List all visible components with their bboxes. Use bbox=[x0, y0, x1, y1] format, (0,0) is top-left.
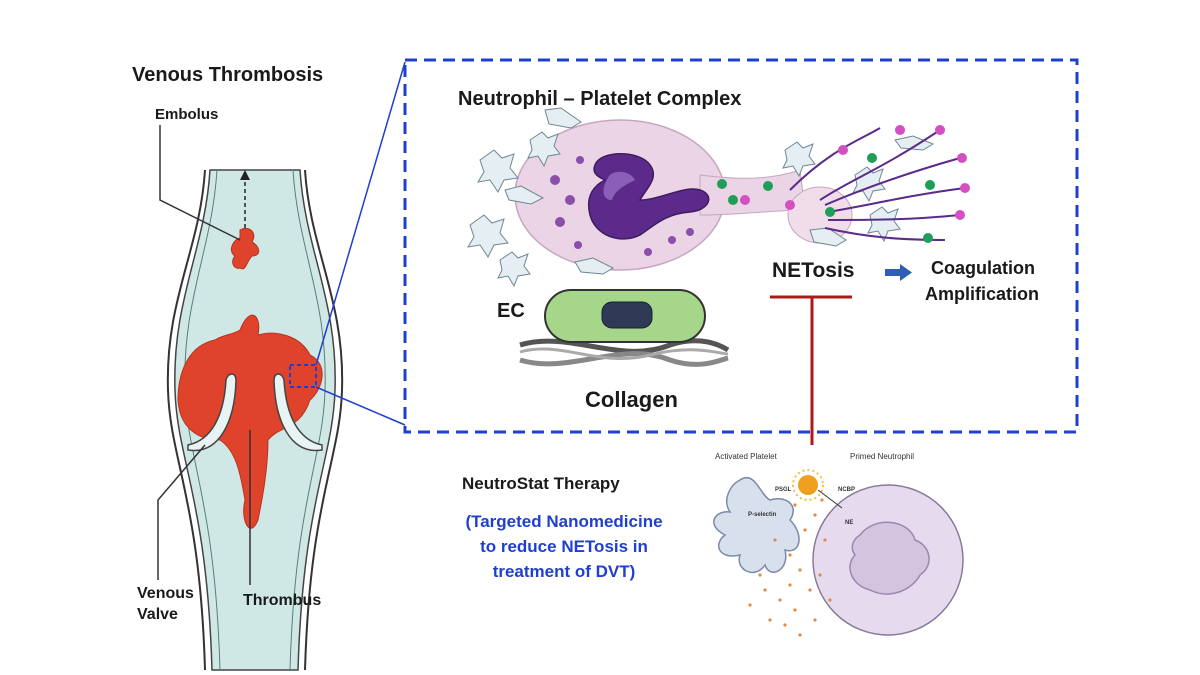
granule bbox=[576, 156, 584, 164]
platelet bbox=[504, 185, 545, 205]
netosis-label: NETosis bbox=[772, 259, 855, 282]
activated-platelet-cell bbox=[713, 477, 800, 574]
net-proteins bbox=[717, 125, 970, 243]
embolus-label: Embolus bbox=[155, 106, 219, 123]
pselectin-label: P-selectin bbox=[748, 512, 777, 518]
ncbp-connector bbox=[817, 489, 843, 509]
platelet bbox=[477, 149, 519, 193]
platelet-cluster-left bbox=[467, 107, 615, 288]
inhibition-bar bbox=[770, 295, 852, 445]
zoom-connector-bottom bbox=[315, 386, 406, 426]
left-title: Venous Thrombosis bbox=[132, 64, 324, 86]
valve-leaflet-right bbox=[273, 373, 323, 452]
platelet bbox=[894, 135, 935, 151]
venous-valve-label-line2: Valve bbox=[137, 606, 178, 623]
granule bbox=[668, 236, 676, 244]
coagulation-label-line2: Amplification bbox=[925, 284, 1040, 304]
complex-title: Neutrophil – Platelet Complex bbox=[458, 88, 742, 110]
zoom-connector-top bbox=[315, 61, 406, 366]
platelet bbox=[574, 257, 615, 275]
therapy-desc-line2: to reduce NETosis in bbox=[480, 537, 648, 556]
psgl-label: PSGL bbox=[775, 487, 792, 493]
ne-label: NE bbox=[845, 520, 854, 526]
venous-valve-label-line1: Venous bbox=[137, 585, 194, 602]
granule bbox=[644, 248, 652, 256]
primed-neutrophil-label: Primed Neutrophil bbox=[850, 452, 915, 461]
thrombus-shape bbox=[177, 314, 323, 529]
granule bbox=[550, 175, 560, 185]
embolus-leader-line bbox=[159, 125, 241, 241]
therapy-title: NeutroStat Therapy bbox=[462, 474, 620, 493]
nanoparticle-burst bbox=[792, 469, 824, 501]
vein-illustration bbox=[157, 61, 406, 671]
zoom-panel-frame bbox=[403, 58, 1079, 434]
platelet bbox=[544, 107, 582, 129]
granule bbox=[555, 217, 565, 227]
valve-leader-line bbox=[157, 444, 206, 580]
endothelial-nucleus bbox=[601, 301, 653, 329]
vein-wall-left bbox=[166, 169, 206, 671]
embolus-arrowhead bbox=[240, 170, 250, 180]
endothelium bbox=[519, 289, 730, 367]
nucleus-highlight bbox=[603, 171, 635, 200]
platelet bbox=[867, 206, 901, 243]
neutrophil-platelet-complex bbox=[467, 107, 970, 288]
zoom-source-box bbox=[289, 364, 317, 388]
granule bbox=[574, 241, 582, 249]
primed-neutrophil-nucleus bbox=[849, 521, 930, 595]
vein-wall-right bbox=[304, 169, 344, 671]
platelet bbox=[782, 141, 816, 178]
therapy-inset bbox=[713, 469, 964, 637]
collagen-fiber bbox=[519, 347, 729, 360]
ec-label: EC bbox=[497, 300, 525, 322]
platelet bbox=[467, 214, 509, 258]
coagulation-label-line1: Coagulation bbox=[931, 258, 1035, 278]
therapy-desc-line1: (Targeted Nanomedicine bbox=[465, 512, 663, 531]
embolus-shape bbox=[230, 227, 260, 270]
valve-leaflet-left bbox=[187, 373, 237, 452]
activated-platelet-label: Activated Platelet bbox=[715, 452, 777, 461]
collagen-fiber bbox=[519, 338, 730, 354]
granule bbox=[565, 195, 575, 205]
collagen-label: Collagen bbox=[585, 387, 678, 412]
ncbp-label: NCBP bbox=[838, 487, 856, 493]
nanoparticles bbox=[748, 498, 832, 637]
platelet bbox=[527, 131, 561, 168]
coagulation-arrow bbox=[885, 264, 912, 281]
therapy-desc-line3: treatment of DVT) bbox=[492, 562, 636, 581]
platelet bbox=[497, 251, 531, 288]
thrombus-label: Thrombus bbox=[243, 592, 322, 609]
granule bbox=[686, 228, 694, 236]
